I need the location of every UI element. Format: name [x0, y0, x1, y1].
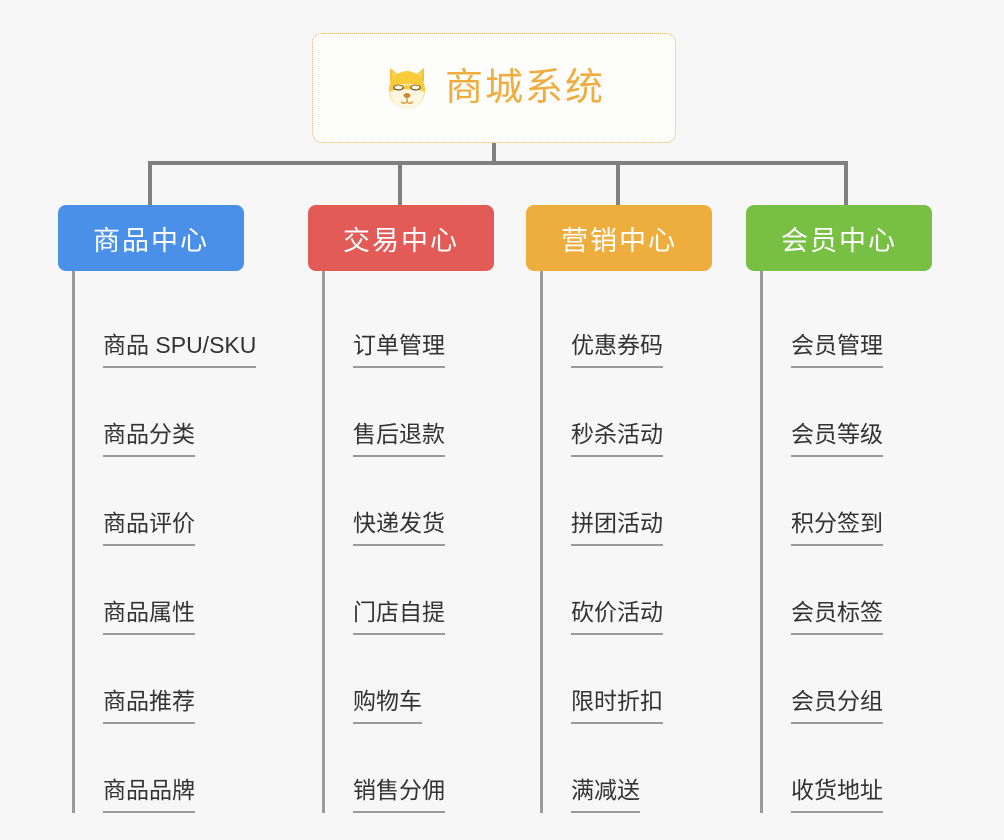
connector-drop-3 — [616, 161, 620, 207]
branch-items-member: 会员管理 会员等级 积分签到 会员标签 会员分组 收货地址 — [760, 271, 932, 813]
leaf-label: 商品评价 — [103, 510, 195, 546]
root-node[interactable]: 商城系统 — [312, 33, 676, 143]
leaf-label: 满减送 — [571, 777, 640, 813]
branch-items-trade: 订单管理 售后退款 快递发货 门店自提 购物车 销售分佣 — [322, 271, 494, 813]
leaf-item[interactable]: 订单管理 — [325, 279, 494, 368]
shiba-dog-icon — [388, 68, 425, 109]
leaf-item[interactable]: 商品属性 — [75, 546, 256, 635]
branch-column-product: 商品中心 商品 SPU/SKU 商品分类 商品评价 商品属性 商品推荐 商品品牌 — [58, 205, 257, 813]
leaf-item[interactable]: 商品推荐 — [75, 635, 256, 724]
branch-items-marketing: 优惠券码 秒杀活动 拼团活动 砍价活动 限时折扣 满减送 — [540, 271, 712, 813]
leaf-item[interactable]: 拼团活动 — [543, 457, 712, 546]
leaf-label: 订单管理 — [353, 332, 445, 368]
leaf-item[interactable]: 会员管理 — [763, 279, 932, 368]
connector-drop-4 — [844, 161, 848, 207]
leaf-item[interactable]: 商品评价 — [75, 457, 256, 546]
leaf-label: 商品推荐 — [103, 688, 195, 724]
leaf-label: 商品属性 — [103, 599, 195, 635]
leaf-label: 限时折扣 — [571, 688, 663, 724]
leaf-item[interactable]: 销售分佣 — [325, 724, 494, 813]
branch-column-trade: 交易中心 订单管理 售后退款 快递发货 门店自提 购物车 销售分佣 — [308, 205, 494, 813]
leaf-item[interactable]: 会员等级 — [763, 368, 932, 457]
leaf-label: 会员等级 — [791, 421, 883, 457]
branch-column-member: 会员中心 会员管理 会员等级 积分签到 会员标签 会员分组 收货地址 — [746, 205, 932, 813]
leaf-label: 会员分组 — [791, 688, 883, 724]
leaf-item[interactable]: 门店自提 — [325, 546, 494, 635]
leaf-label: 快递发货 — [353, 510, 445, 546]
leaf-item[interactable]: 快递发货 — [325, 457, 494, 546]
root-title: 商城系统 — [444, 67, 605, 109]
leaf-item[interactable]: 购物车 — [325, 635, 494, 724]
connector-drop-1 — [148, 161, 152, 207]
leaf-item[interactable]: 限时折扣 — [543, 635, 712, 724]
leaf-label: 销售分佣 — [353, 777, 445, 813]
leaf-label: 收货地址 — [791, 777, 883, 813]
branch-column-marketing: 营销中心 优惠券码 秒杀活动 拼团活动 砍价活动 限时折扣 满减送 — [526, 205, 712, 813]
branch-header-label: 交易中心 — [343, 225, 459, 256]
leaf-item[interactable]: 秒杀活动 — [543, 368, 712, 457]
branch-header-member[interactable]: 会员中心 — [746, 205, 932, 271]
leaf-label: 售后退款 — [353, 421, 445, 457]
leaf-label: 购物车 — [353, 688, 422, 724]
leaf-label: 拼团活动 — [571, 510, 663, 546]
leaf-item[interactable]: 商品分类 — [75, 368, 256, 457]
leaf-item[interactable]: 优惠券码 — [543, 279, 712, 368]
leaf-item[interactable]: 商品品牌 — [75, 724, 256, 813]
leaf-label: 会员管理 — [791, 332, 883, 368]
connector-horizontal-bus — [148, 161, 848, 165]
leaf-item[interactable]: 会员分组 — [763, 635, 932, 724]
leaf-item[interactable]: 满减送 — [543, 724, 712, 813]
branch-header-marketing[interactable]: 营销中心 — [526, 205, 712, 271]
leaf-label: 秒杀活动 — [571, 421, 663, 457]
leaf-label: 商品分类 — [103, 421, 195, 457]
leaf-item[interactable]: 收货地址 — [763, 724, 932, 813]
leaf-label: 门店自提 — [353, 599, 445, 635]
leaf-item[interactable]: 积分签到 — [763, 457, 932, 546]
leaf-label: 砍价活动 — [571, 599, 663, 635]
leaf-item[interactable]: 砍价活动 — [543, 546, 712, 635]
leaf-item[interactable]: 售后退款 — [325, 368, 494, 457]
branch-items-product: 商品 SPU/SKU 商品分类 商品评价 商品属性 商品推荐 商品品牌 — [72, 271, 257, 813]
leaf-item[interactable]: 会员标签 — [763, 546, 932, 635]
branch-header-label: 营销中心 — [561, 225, 677, 256]
branch-header-trade[interactable]: 交易中心 — [308, 205, 494, 271]
leaf-label: 优惠券码 — [571, 332, 663, 368]
branch-header-product[interactable]: 商品中心 — [58, 205, 244, 271]
leaf-label: 积分签到 — [791, 510, 883, 546]
leaf-label: 商品 SPU/SKU — [103, 332, 257, 368]
connector-drop-2 — [398, 161, 402, 207]
branch-header-label: 会员中心 — [781, 225, 897, 256]
leaf-label: 会员标签 — [791, 599, 883, 635]
branch-header-label: 商品中心 — [93, 225, 209, 256]
connector-root-stem — [492, 143, 496, 165]
leaf-label: 商品品牌 — [103, 777, 195, 813]
leaf-item[interactable]: 商品 SPU/SKU — [75, 279, 257, 368]
